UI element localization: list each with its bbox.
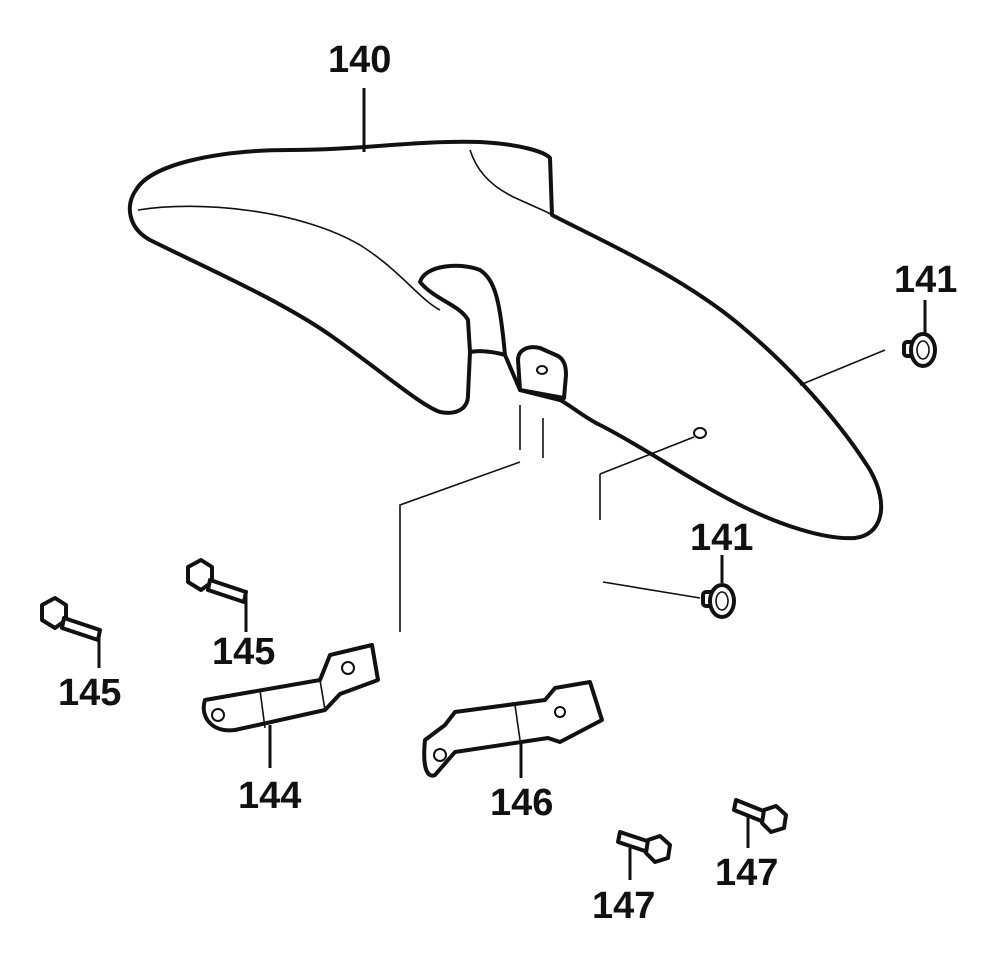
front-fender [127, 139, 884, 541]
callout-145-mid: 145 [212, 631, 275, 673]
clip-nut-lower [701, 583, 736, 619]
bolt-mid [186, 558, 248, 604]
callout-147-lower: 147 [592, 885, 655, 927]
bracket-right [422, 680, 604, 778]
fender-side-hole [693, 427, 707, 439]
clip-nut-right [902, 332, 937, 368]
callout-141-lower: 141 [690, 517, 753, 559]
screw-lower [616, 830, 672, 864]
screw-right [732, 798, 788, 834]
callout-141-right: 141 [894, 259, 957, 301]
callout-144: 144 [238, 775, 301, 817]
fender-mount-hole [536, 365, 548, 375]
callout-147-right: 147 [715, 852, 778, 894]
callout-146: 146 [490, 782, 553, 824]
callout-140: 140 [328, 39, 391, 81]
bracket-left [201, 643, 380, 733]
callout-145-left: 145 [58, 672, 121, 714]
bolt-left [40, 596, 102, 642]
